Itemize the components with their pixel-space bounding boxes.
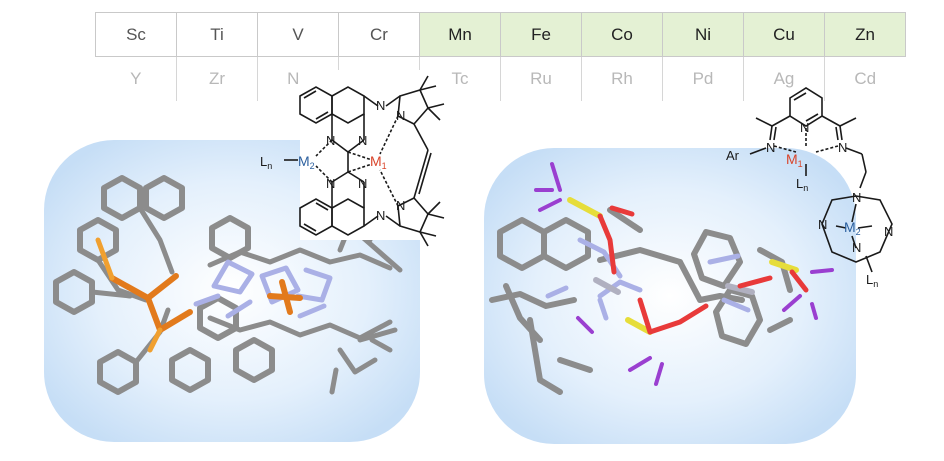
element-cell-highlighted: Zn [824,12,906,57]
element-cell-faded: Ag [743,56,825,101]
atom-label: N [358,176,367,191]
element-cell-faded: Ru [500,56,582,101]
atom-label: N [396,108,405,123]
element-cell-faded: Cd [824,56,906,101]
element-cell: Ti [176,12,258,57]
element-cell-faded: Rh [581,56,663,101]
left-crystal-structure [53,175,403,395]
metal2-label: M2 [298,153,315,171]
aryl-label: Ar [726,148,740,163]
atom-label: N [800,120,809,135]
atom-label: N [766,140,775,155]
ligand-label: Ln [796,176,808,193]
element-cell-highlighted: Mn [419,12,501,57]
element-cell: Sc [95,12,177,57]
atom-label: N [884,224,893,239]
metal1-label: M1 [786,151,803,169]
atom-label: N [376,98,385,113]
element-cell-highlighted: Co [581,12,663,57]
metal1-label: M1 [370,153,387,171]
right-crystal-structure [489,162,834,395]
atom-label: N [326,133,335,148]
element-cell-faded: Zr [176,56,258,101]
atom-label: N [852,190,861,205]
atom-label: N [396,198,405,213]
atom-label: N [358,133,367,148]
periodic-table-fragment: Sc Ti V Cr Mn Fe Co Ni Cu Zn Y Zr Nb Mo … [95,12,906,101]
atom-label: N [852,240,861,255]
ligand-label: Ln [866,272,878,289]
metal2-label: M2 [844,219,861,237]
atom-label: N [376,208,385,223]
atom-label: N [326,176,335,191]
atom-label: N [838,140,847,155]
periodic-row-3d: Sc Ti V Cr Mn Fe Co Ni Cu Zn [95,12,906,57]
atom-label: N [818,217,827,232]
element-cell-faded: Pd [662,56,744,101]
element-cell-highlighted: Ni [662,12,744,57]
left-structure-labels: N N N N N N N N Ln M2 M1 [260,98,405,223]
element-cell: Cr [338,12,420,57]
right-crystal-panel [484,148,856,444]
right-chemical-structure [749,87,893,273]
element-cell-highlighted: Fe [500,12,582,57]
ligand-label: Ln [260,154,272,171]
element-cell-highlighted: Cu [743,12,825,57]
right-structure-labels: N N N Ar M1 Ln N N N N M2 Ln [726,120,893,289]
left-chemical-structure [284,70,450,247]
